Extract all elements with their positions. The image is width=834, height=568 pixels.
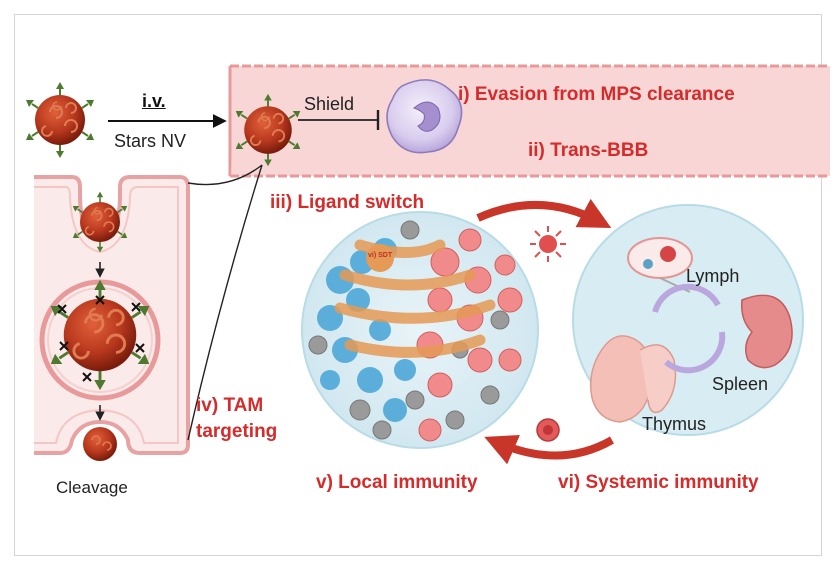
tumor-tag-label: vi) SDT	[368, 252, 393, 259]
dendritic-cell	[530, 226, 566, 262]
cleavage-label: Cleavage	[56, 478, 128, 497]
spleen-label: Spleen	[712, 374, 769, 394]
thymus-label: Thymus	[642, 414, 707, 434]
shield-inhibition-arrow	[298, 110, 380, 130]
arrow-to-lymphoid	[476, 198, 612, 229]
thymus-icon	[589, 335, 677, 423]
step-iii-label: iii) Ligand switch	[270, 192, 425, 213]
step-iv-label-line2: targeting	[196, 421, 278, 442]
stars-nv-label: Stars NV	[114, 131, 187, 151]
cleaved-ligand-marks	[57, 295, 145, 382]
macrophage	[386, 79, 463, 154]
t-cell	[536, 418, 560, 442]
lymphoid-organs	[572, 204, 804, 436]
star-nanovesicle-1	[25, 81, 95, 159]
step-v-label: v) Local immunity	[316, 472, 478, 493]
circulation-cycle	[652, 283, 726, 374]
tumor-microenvironment	[301, 211, 539, 449]
blood-vessel	[228, 64, 830, 178]
step-ii-label: ii) Trans-BBB	[528, 140, 649, 161]
shield-label: Shield	[304, 94, 355, 114]
lymph-node-icon	[627, 237, 693, 293]
cleaved-nanoparticle	[83, 427, 117, 461]
lymph-label: Lymph	[686, 266, 740, 286]
iv-label: i.v.	[142, 91, 166, 111]
spleen-icon	[740, 294, 793, 369]
step-iv-label-line1: iv) TAM	[196, 395, 264, 416]
step-vi-label: vi) Systemic immunity	[558, 472, 759, 493]
step-i-label: i) Evasion from MPS clearance	[458, 84, 735, 105]
zoom-line-1	[187, 164, 263, 186]
zoom-line-2	[187, 164, 263, 441]
arrow-to-tumor	[484, 435, 614, 465]
